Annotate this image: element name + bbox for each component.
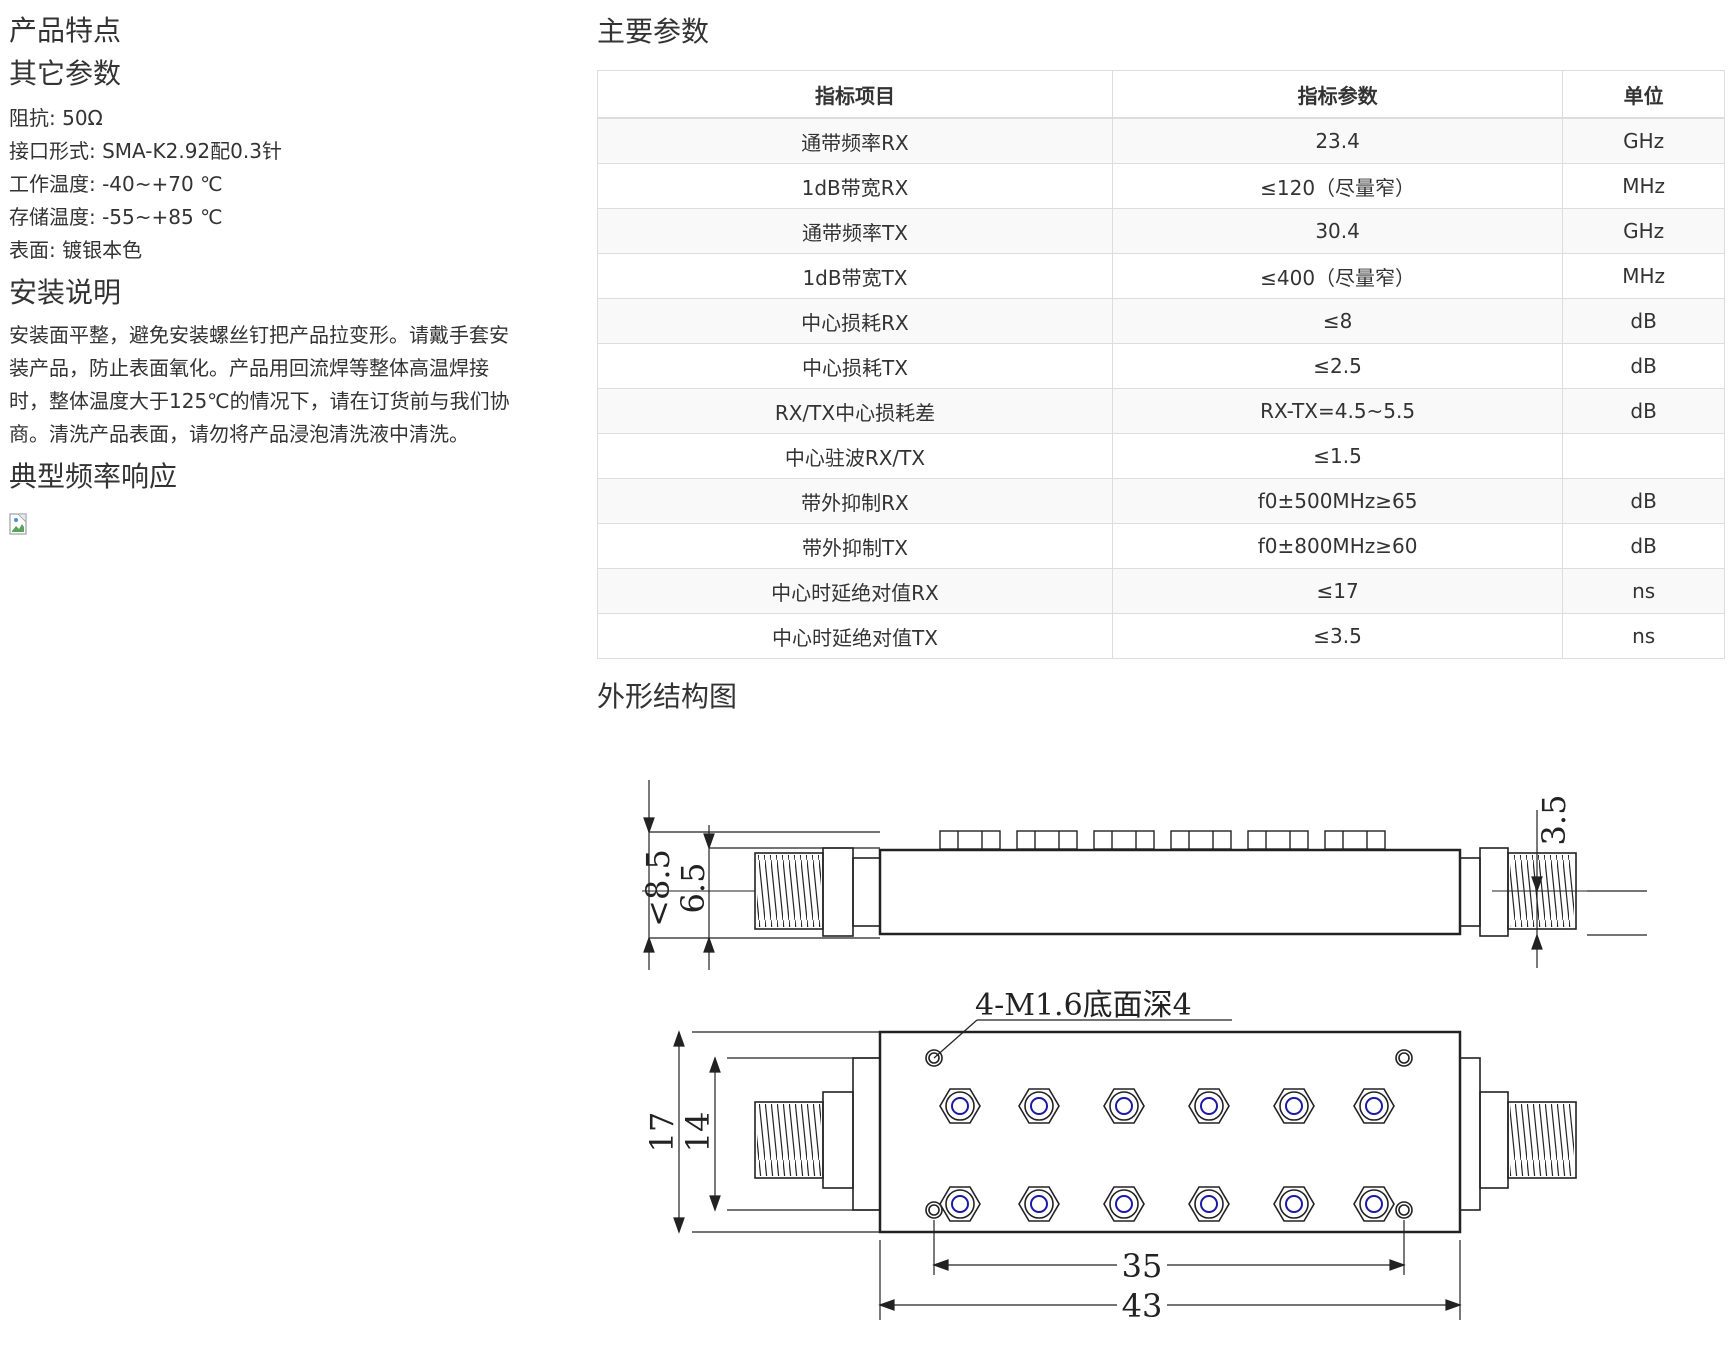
side-dimensions <box>643 780 1647 970</box>
side-screws <box>939 830 1386 850</box>
dim-label-8-5: <8.5 <box>639 849 677 927</box>
table-header-row: 指标项目 指标参数 单位 <box>597 70 1725 119</box>
param-storage-temp: 存储温度: -55~+85 ℃ <box>9 205 223 229</box>
cell-unit: ns <box>1562 613 1725 659</box>
cell-unit: dB <box>1562 388 1725 434</box>
cell-value: 30.4 <box>1111 208 1564 254</box>
cell-item: 通带频率RX <box>597 117 1113 164</box>
cell-item: 中心损耗RX <box>597 298 1113 344</box>
param-interface: 接口形式: SMA-K2.92配0.3针 <box>9 139 282 163</box>
cell-value: 23.4 <box>1111 117 1564 164</box>
cell-unit: MHz <box>1562 163 1725 209</box>
cell-unit: MHz <box>1562 253 1725 299</box>
cell-item: 中心驻波RX/TX <box>597 433 1113 479</box>
dim-label-3-5: 3.5 <box>1535 795 1573 846</box>
table-row: 1dB带宽RX≤120（尽量窄）MHz <box>597 163 1725 209</box>
hole-note-leader <box>933 1019 1232 1059</box>
cell-item: 1dB带宽TX <box>597 253 1113 299</box>
cell-value: ≤2.5 <box>1111 343 1564 389</box>
dim-label-17: 17 <box>643 1112 681 1153</box>
dim-label-35: 35 <box>1122 1247 1163 1285</box>
install-line: 时，整体温度大于125℃的情况下，请在订货前与我们协 <box>9 389 510 413</box>
dim-label-14: 14 <box>679 1112 717 1153</box>
top-connector-right <box>1459 1057 1577 1211</box>
left-column: 产品特点 其它参数 阻抗: 50Ω 接口形式: SMA-K2.92配0.3针 工… <box>9 0 539 539</box>
top-dimensions <box>673 1030 1462 1320</box>
param-impedance: 阻抗: 50Ω <box>9 106 103 130</box>
cell-item: 带外抑制TX <box>597 523 1113 569</box>
cell-unit: GHz <box>1562 208 1725 254</box>
header-item: 指标项目 <box>597 70 1113 119</box>
cell-value: ≤1.5 <box>1111 433 1564 479</box>
hole-note-label: 4-M1.6底面深4 <box>975 988 1192 1023</box>
cell-item: 通带频率TX <box>597 208 1113 254</box>
cell-item: 中心时延绝对值TX <box>597 613 1113 659</box>
cell-item: RX/TX中心损耗差 <box>597 388 1113 434</box>
cell-value: ≤3.5 <box>1111 613 1564 659</box>
other-params-heading: 其它参数 <box>9 57 122 90</box>
cell-item: 中心时延绝对值RX <box>597 568 1113 614</box>
header-value: 指标参数 <box>1111 70 1564 119</box>
cell-unit: ns <box>1562 568 1725 614</box>
cell-value: ≤400（尽量窄） <box>1111 253 1564 299</box>
outline-drawing: <8.5 6.5 3.5 4-M1.6底面深4 17 14 35 43 <box>639 780 1647 1325</box>
install-line: 装产品，防止表面氧化。产品用回流焊等整体高温焊接 <box>9 356 489 380</box>
param-surface: 表面: 镀银本色 <box>9 238 143 262</box>
cell-unit: dB <box>1562 478 1725 524</box>
cell-value: f0±500MHz≥65 <box>1111 478 1564 524</box>
install-heading: 安装说明 <box>9 276 122 309</box>
cell-unit <box>1562 433 1725 479</box>
table-row: 中心驻波RX/TX≤1.5 <box>597 433 1725 479</box>
cell-value: RX-TX=4.5~5.5 <box>1111 388 1564 434</box>
side-connector-right <box>1459 847 1642 937</box>
install-line: 安装面平整，避免安装螺丝钉把产品拉变形。请戴手套安 <box>9 323 509 347</box>
cell-item: 中心损耗TX <box>597 343 1113 389</box>
broken-image-icon <box>9 513 27 535</box>
cell-item: 带外抑制RX <box>597 478 1113 524</box>
cell-value: ≤120（尽量窄） <box>1111 163 1564 209</box>
mounting-holes <box>925 1049 1413 1219</box>
cell-value: f0±800MHz≥60 <box>1111 523 1564 569</box>
side-body <box>878 848 1462 936</box>
outline-heading: 外形结构图 <box>597 680 738 713</box>
params-list: 阻抗: 50Ω 接口形式: SMA-K2.92配0.3针 工作温度: -40~+… <box>9 102 539 267</box>
header-unit: 单位 <box>1562 70 1725 119</box>
cell-item: 1dB带宽RX <box>597 163 1113 209</box>
install-text: 安装面平整，避免安装螺丝钉把产品拉变形。请戴手套安 装产品，防止表面氧化。产品用… <box>9 319 544 451</box>
install-line: 商。清洗产品表面，请勿将产品浸泡清洗液中清洗。 <box>9 422 469 446</box>
cell-value: ≤17 <box>1111 568 1564 614</box>
dim-label-43: 43 <box>1122 1287 1163 1325</box>
tuning-screws <box>939 1088 1395 1222</box>
response-heading: 典型频率响应 <box>9 460 178 493</box>
cell-unit: dB <box>1562 523 1725 569</box>
features-heading: 产品特点 <box>9 14 122 47</box>
top-connector-left <box>754 1057 881 1211</box>
table-row: 1dB带宽TX≤400（尽量窄）MHz <box>597 253 1725 299</box>
cell-unit: dB <box>1562 343 1725 389</box>
cell-unit: GHz <box>1562 117 1725 164</box>
main-params-heading: 主要参数 <box>597 15 710 48</box>
cell-value: ≤8 <box>1111 298 1564 344</box>
param-operating-temp: 工作温度: -40~+70 ℃ <box>9 172 223 196</box>
cell-unit: dB <box>1562 298 1725 344</box>
dim-label-6-5: 6.5 <box>674 863 712 914</box>
